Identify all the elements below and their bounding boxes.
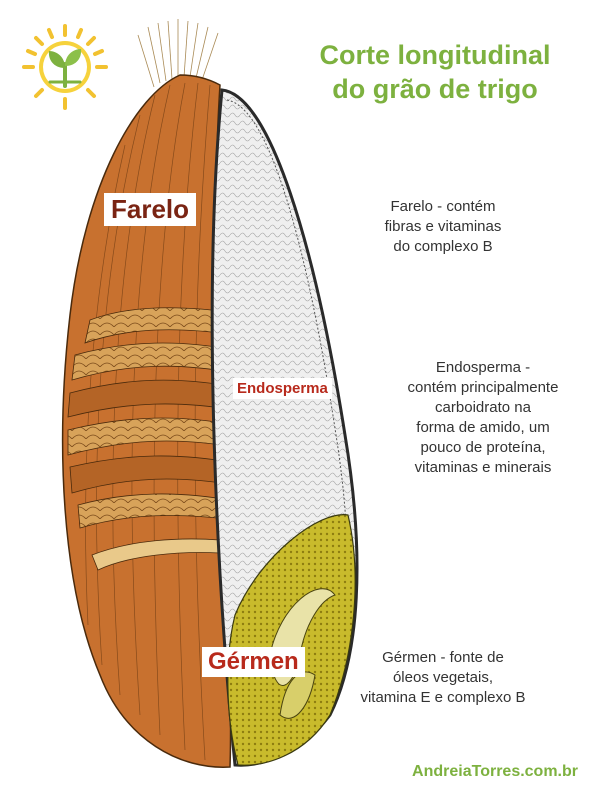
bran-description-line: fibras e vitaminas (358, 217, 528, 237)
germ-description-line: Gérmen - fonte de (318, 648, 568, 668)
germ-description: Gérmen - fonte de óleos vegetais, vitami… (318, 648, 568, 708)
germ-description-line: óleos vegetais, (318, 668, 568, 688)
website-credit: AndreiaTorres.com.br (412, 763, 578, 781)
endosperm-description-line: vitaminas e minerais (378, 458, 588, 478)
endosperm-description-line: pouco de proteína, (378, 438, 588, 458)
endosperm-description-line: forma de amido, um (378, 418, 588, 438)
endosperm-description-line: contém principalmente (378, 378, 588, 398)
bran-label: Farelo (104, 193, 196, 226)
endosperm-description: Endosperma - contém principalmente carbo… (378, 358, 588, 478)
bran-description-line: Farelo - contém (358, 197, 528, 217)
bran-description-line: do complexo B (358, 237, 528, 257)
endosperm-description-line: Endosperma - (378, 358, 588, 378)
germ-description-line: vitamina E e complexo B (318, 688, 568, 708)
endosperm-label: Endosperma (233, 378, 332, 399)
bran-description: Farelo - contém fibras e vitaminas do co… (358, 197, 528, 257)
germ-label: Gérmen (202, 647, 305, 677)
endosperm-description-line: carboidrato na (378, 398, 588, 418)
